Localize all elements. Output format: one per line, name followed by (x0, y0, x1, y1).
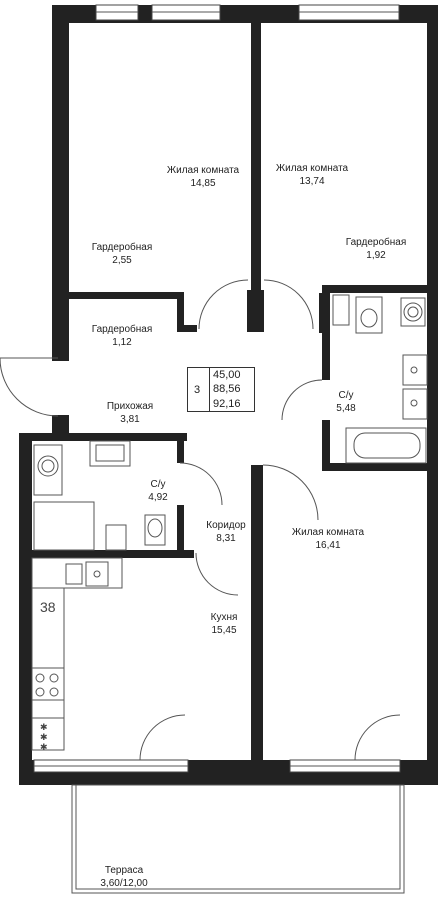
room-label-wardrobe-2: Гардеробная 1,92 (346, 236, 407, 262)
room-name: Гардеробная (91, 324, 153, 335)
room-label-living-2: Жилая комната 13,74 (276, 162, 348, 188)
bathroom-2-fixtures (33, 440, 166, 551)
room-name: Жилая комната (166, 165, 240, 176)
svg-text:38: 38 (40, 599, 56, 615)
room-label-bathroom-2: С/у 4,92 (148, 478, 167, 504)
terrace-outline (71, 784, 405, 894)
apartment-summary-box: 3 45,00 88,56 92,16 (187, 367, 255, 412)
room-name: Гардеробная (91, 242, 153, 253)
room-area: 14,85 (190, 178, 216, 189)
room-area: 16,41 (315, 540, 341, 551)
room-area: 2,55 (112, 255, 132, 266)
area-living: 45,00 (213, 369, 241, 382)
room-area: 1,12 (112, 337, 132, 348)
svg-text:✱: ✱ (40, 742, 48, 752)
area-values: 45,00 88,56 92,16 (209, 368, 258, 411)
inner-walls (32, 23, 427, 765)
room-name: Коридор (206, 520, 246, 531)
room-name: Терраса (104, 865, 144, 876)
door-swings (0, 279, 401, 761)
room-label-bathroom-1: С/у 5,48 (336, 389, 355, 415)
room-label-kitchen: Кухня 15,45 (211, 611, 238, 637)
svg-text:✱: ✱ (40, 732, 48, 742)
kitchen-fixtures: 38 ✱ ✱ ✱ (31, 557, 123, 752)
area-with-terrace: 92,16 (213, 397, 241, 410)
room-name: Жилая комната (291, 527, 365, 538)
bathroom-1-fixtures (332, 294, 428, 464)
room-name: Прихожая (106, 401, 154, 412)
room-name: Гардеробная (345, 237, 407, 248)
room-name: Кухня (210, 612, 238, 623)
room-area: 1,92 (366, 250, 386, 261)
room-area: 15,45 (211, 625, 237, 636)
area-total: 88,56 (213, 383, 241, 396)
room-label-living-1: Жилая комната 14,85 (167, 164, 239, 190)
room-area: 5,48 (336, 403, 356, 414)
room-label-corridor: Коридор 8,31 (206, 519, 246, 545)
room-area: 4,92 (148, 492, 168, 503)
room-name: С/у (338, 390, 354, 401)
room-label-living-3: Жилая комната 16,41 (292, 526, 364, 552)
windows (33, 4, 401, 773)
room-label-terrace: Терраса 3,60/12,00 (100, 864, 147, 890)
room-name: Жилая комната (275, 163, 349, 174)
room-area: 13,74 (299, 176, 325, 187)
svg-text:✱: ✱ (40, 722, 48, 732)
room-label-wardrobe-3: Гардеробная 1,12 (92, 323, 153, 349)
room-area: 3,81 (120, 414, 140, 425)
room-area: 3,60/12,00 (100, 878, 148, 889)
room-area: 8,31 (216, 533, 236, 544)
room-label-wardrobe-1: Гардеробная 2,55 (92, 241, 153, 267)
room-name: С/у (150, 479, 166, 490)
room-label-hall: Прихожая 3,81 (107, 400, 153, 426)
room-count: 3 (194, 384, 201, 396)
